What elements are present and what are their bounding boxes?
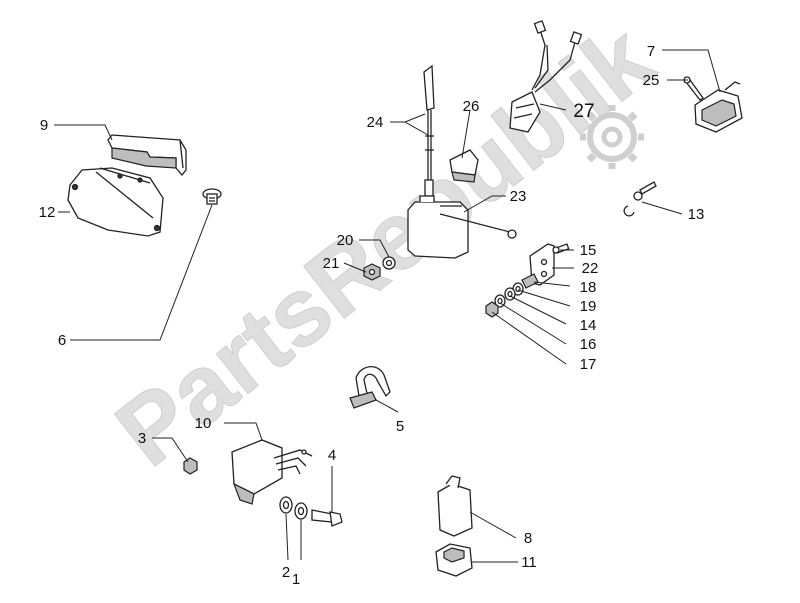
part-washer-2 <box>279 496 293 514</box>
part-bracket-9 <box>107 134 187 177</box>
part-spacer-18 <box>521 273 539 289</box>
callout-18: 18 <box>580 279 597 296</box>
part-clamp-5 <box>349 366 391 409</box>
callout-4: 4 <box>328 447 336 464</box>
part-switch-7 <box>694 81 743 133</box>
part-washer-1 <box>294 502 308 520</box>
callout-7: 7 <box>647 43 655 60</box>
callout-22: 22 <box>582 260 599 277</box>
part-cable-24 <box>423 64 435 197</box>
part-relay-8 <box>437 475 473 537</box>
part-regulator-10 <box>231 439 313 505</box>
part-cap-26 <box>449 149 479 183</box>
callout-27: 27 <box>573 101 594 122</box>
callout-16: 16 <box>580 336 597 353</box>
callout-10: 10 <box>195 415 212 432</box>
part-cover-12 <box>67 167 164 237</box>
callout-23: 23 <box>510 188 527 205</box>
callout-13: 13 <box>688 206 705 223</box>
callout-20: 20 <box>337 232 354 249</box>
part-screw-13 <box>623 181 657 217</box>
callout-24: 24 <box>367 114 384 131</box>
callout-9: 9 <box>40 117 48 134</box>
callout-2: 2 <box>282 564 290 581</box>
part-nut-3 <box>183 457 198 475</box>
part-washer-16 <box>494 294 506 308</box>
part-bolt-4 <box>311 509 343 527</box>
callout-21: 21 <box>323 255 340 272</box>
part-socket-11 <box>435 543 473 577</box>
callout-12: 12 <box>39 204 56 221</box>
callout-3: 3 <box>138 430 146 447</box>
callout-15: 15 <box>580 242 597 259</box>
leader-lines <box>54 49 721 563</box>
callout-6: 6 <box>58 332 66 349</box>
callout-25: 25 <box>643 72 660 89</box>
part-connector-27 <box>509 20 583 133</box>
part-nut-17 <box>485 301 499 318</box>
part-coil-23 <box>407 195 517 259</box>
callout-26: 26 <box>463 98 480 115</box>
part-screw-6 <box>202 188 222 205</box>
callout-19: 19 <box>580 298 597 315</box>
callout-labels: 1 2 3 4 5 6 7 8 9 10 11 12 13 14 15 16 1… <box>39 43 705 588</box>
callout-11: 11 <box>521 554 537 571</box>
part-screw-15 <box>552 243 570 254</box>
callout-17: 17 <box>580 356 597 373</box>
callout-14: 14 <box>580 317 597 334</box>
part-washer-20 <box>382 256 396 270</box>
part-nut-21 <box>363 263 381 281</box>
callout-1: 1 <box>292 571 300 588</box>
part-bracket-22 <box>529 243 555 286</box>
callout-8: 8 <box>524 530 532 547</box>
callout-5: 5 <box>396 418 404 435</box>
watermark-gear-icon <box>580 105 644 169</box>
